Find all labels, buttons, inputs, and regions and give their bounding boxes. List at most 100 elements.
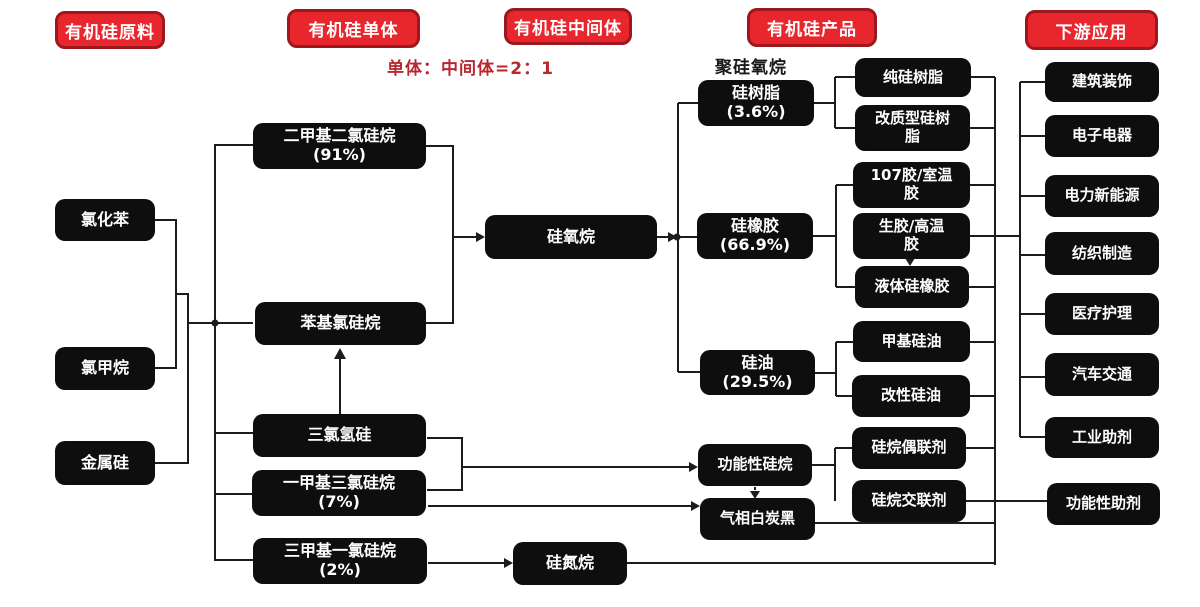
edge-resin-bracket xyxy=(814,76,855,129)
node-medical-care-label: 医疗护理 xyxy=(1071,304,1132,323)
node-power-new-energy: 电力新能源 xyxy=(1045,175,1159,217)
node-chlorobenzene-label: 氯化苯 xyxy=(80,209,129,229)
node-silicon-metal: 金属硅 xyxy=(55,441,155,485)
node-silane-crosslinking-agent: 硅烷交联剂 xyxy=(852,480,966,522)
edge-monomer-right-bracket xyxy=(426,145,454,324)
node-fumed-silica: 气相白炭黑 xyxy=(700,498,815,540)
node-methyl-chloride: 氯甲烷 xyxy=(55,347,155,390)
edge-silane-bracket xyxy=(812,447,852,501)
node-industrial-additives: 工业助剂 xyxy=(1045,417,1159,458)
node-raw-high-temp-glue-label: 生胶/高温胶 xyxy=(878,217,945,253)
node-pure-silicone-resin: 纯硅树脂 xyxy=(855,58,971,97)
node-automotive-transport: 汽车交通 xyxy=(1045,353,1159,396)
node-trimethyl-chlorosilane: 三甲基一氯硅烷 (2%) xyxy=(253,538,427,584)
node-modified-silicone-oil: 改性硅油 xyxy=(852,375,970,417)
node-functional-additives-label: 功能性助剂 xyxy=(1065,494,1141,513)
node-trichlorosilane: 三氯氢硅 xyxy=(253,414,426,457)
header-intermediate-label: 有机硅中间体 xyxy=(514,19,622,39)
edge-raw-merge-1 xyxy=(155,219,177,369)
header-downstream: 下游应用 xyxy=(1025,10,1158,50)
node-methyl-trichlorosilane-label: 一甲基三氯硅烷 xyxy=(282,473,395,493)
node-silicon-metal-label: 金属硅 xyxy=(80,452,129,472)
node-methyl-trichlorosilane: 一甲基三氯硅烷 (7%) xyxy=(252,470,426,516)
node-silicone-resin-share: (3.6%) xyxy=(726,102,786,121)
edge-raw-merge-2 xyxy=(155,293,189,464)
node-modified-silicone-resin: 改质型硅树脂 xyxy=(855,105,970,151)
edge-downstream-stubs xyxy=(1020,81,1045,438)
node-trichlorosilane-label: 三氯氢硅 xyxy=(307,425,372,445)
node-silicone-rubber-label: 硅橡胶 xyxy=(730,216,779,236)
node-methyl-silicone-oil-label: 甲基硅油 xyxy=(881,331,942,350)
edge-oil-bracket xyxy=(815,341,853,397)
header-downstream-label: 下游应用 xyxy=(1055,22,1128,43)
node-silane-crosslinking-agent-label: 硅烷交联剂 xyxy=(871,491,947,510)
node-methyl-trichlorosilane-share: (7%) xyxy=(318,492,360,511)
node-chlorobenzene: 氯化苯 xyxy=(55,199,155,241)
node-power-new-energy-label: 电力新能源 xyxy=(1064,186,1140,205)
node-dimethyl-dichlorosilane-label: 二甲基二氯硅烷 xyxy=(283,126,396,146)
node-dimethyl-dichlorosilane-share: (91%) xyxy=(313,145,366,164)
header-raw-materials: 有机硅原料 xyxy=(55,11,165,49)
node-glue-107: 107胶/室温胶 xyxy=(853,162,970,208)
header-raw-materials-label: 有机硅原料 xyxy=(65,22,155,43)
node-silane-coupling-agent: 硅烷偶联剂 xyxy=(852,427,966,469)
arrow-into-silazane xyxy=(504,558,513,568)
node-silicone-resin: 硅树脂 (3.6%) xyxy=(698,80,814,126)
edge-monomer-bus xyxy=(214,144,253,561)
arrow-into-functional-silane xyxy=(689,462,698,472)
arrow-into-siloxane xyxy=(476,232,485,242)
node-silicone-oil-share: (29.5%) xyxy=(722,371,793,391)
arrow-siloxane-out xyxy=(668,232,677,242)
junction-dot-left xyxy=(211,319,219,327)
node-silicone-rubber: 硅橡胶 (66.9%) xyxy=(697,213,813,259)
node-silicone-resin-label: 硅树脂 xyxy=(731,83,780,103)
node-phenyl-chlorosilane: 苯基氯硅烷 xyxy=(255,302,426,345)
arrow-down-liquid-rubber xyxy=(905,258,915,266)
header-monomer-label: 有机硅单体 xyxy=(308,21,399,41)
node-liquid-silicone-rubber: 液体硅橡胶 xyxy=(855,266,969,308)
node-silicone-oil-label: 硅油 xyxy=(741,352,774,372)
header-intermediate: 有机硅中间体 xyxy=(504,8,632,45)
arrow-up-phenyl xyxy=(334,348,346,359)
node-fumed-silica-label: 气相白炭黑 xyxy=(719,509,795,528)
node-functional-additives: 功能性助剂 xyxy=(1047,483,1160,525)
edge-rubber-bracket xyxy=(813,184,855,288)
node-building-decoration: 建筑装饰 xyxy=(1045,62,1159,102)
node-electronics-label: 电子电器 xyxy=(1071,126,1132,145)
header-product: 有机硅产品 xyxy=(747,8,877,47)
node-trimethyl-chlorosilane-share: (2%) xyxy=(319,560,361,579)
node-silane-coupling-agent-label: 硅烷偶联剂 xyxy=(871,438,947,457)
node-modified-silicone-oil-label: 改性硅油 xyxy=(880,386,941,405)
node-siloxane: 硅氧烷 xyxy=(485,215,657,259)
node-siloxane-label: 硅氧烷 xyxy=(546,226,595,246)
node-trimethyl-chlorosilane-label: 三甲基一氯硅烷 xyxy=(283,541,396,561)
edge-to-functional-silane xyxy=(427,437,690,491)
node-silicone-rubber-share: (66.9%) xyxy=(719,235,791,254)
node-automotive-transport-label: 汽车交通 xyxy=(1071,364,1132,383)
polysiloxane-label: 聚硅氧烷 xyxy=(715,58,787,78)
node-methyl-silicone-oil: 甲基硅油 xyxy=(853,321,970,362)
node-functional-silane: 功能性硅烷 xyxy=(698,444,812,486)
node-dimethyl-dichlorosilane: 二甲基二氯硅烷 (91%) xyxy=(253,123,426,169)
node-textile-manufacturing-label: 纺织制造 xyxy=(1071,243,1132,262)
node-liquid-silicone-rubber-label: 液体硅橡胶 xyxy=(874,277,950,296)
node-electronics: 电子电器 xyxy=(1045,115,1159,157)
node-raw-high-temp-glue: 生胶/高温胶 xyxy=(853,213,970,259)
node-silazane-label: 硅氮烷 xyxy=(545,553,594,573)
junction-dot-product xyxy=(673,233,681,241)
header-monomer: 有机硅单体 xyxy=(287,9,420,48)
node-industrial-additives-label: 工业助剂 xyxy=(1071,427,1132,446)
node-medical-care: 医疗护理 xyxy=(1045,293,1159,335)
node-glue-107-label: 107胶/室温胶 xyxy=(870,166,953,202)
node-pure-silicone-resin-label: 纯硅树脂 xyxy=(882,67,943,86)
node-silazane: 硅氮烷 xyxy=(513,542,627,585)
node-functional-silane-label: 功能性硅烷 xyxy=(717,455,793,474)
edge-right-bus-branches xyxy=(815,76,1047,524)
arrow-down-fumed-silica xyxy=(750,491,760,499)
node-methyl-chloride-label: 氯甲烷 xyxy=(80,358,129,378)
node-phenyl-chlorosilane-label: 苯基氯硅烷 xyxy=(300,313,381,333)
ratio-annotation: 单体：中间体=2：1 xyxy=(387,59,554,79)
node-silicone-oil: 硅油 (29.5%) xyxy=(700,350,815,395)
node-textile-manufacturing: 纺织制造 xyxy=(1045,232,1159,275)
